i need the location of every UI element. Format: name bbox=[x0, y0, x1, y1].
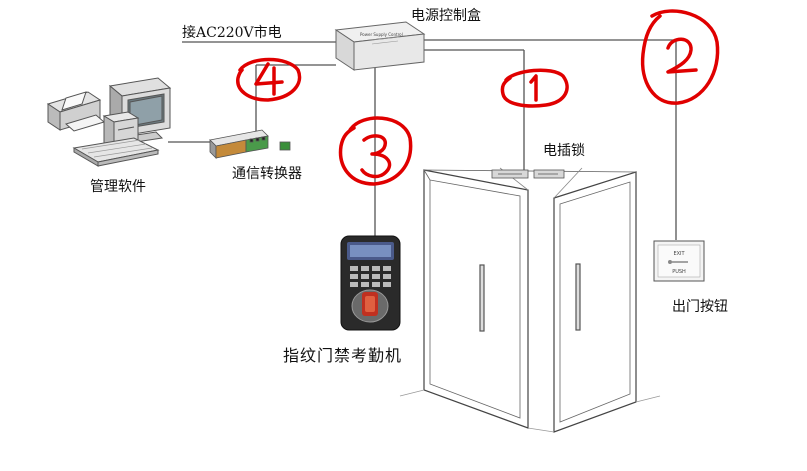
converter-label: 通信转换器 bbox=[232, 166, 302, 182]
annotations bbox=[236, 9, 720, 186]
fingerprint-terminal-icon bbox=[340, 235, 401, 331]
converter-icon bbox=[209, 129, 291, 159]
fingerprint-terminal-label: 指纹门禁考勤机 bbox=[283, 346, 403, 365]
exit-button-bottom-text: PUSH bbox=[672, 269, 686, 275]
power-box-title: Power Supply Control bbox=[360, 32, 403, 37]
annotation-digit-2 bbox=[666, 37, 698, 74]
electric-lock-icon bbox=[491, 169, 565, 179]
power-input-label: 接AC220V市电 bbox=[182, 25, 282, 41]
annotation-digit-4 bbox=[254, 62, 284, 96]
printer-icon bbox=[46, 91, 106, 132]
power-control-box: Power Supply Control bbox=[334, 21, 426, 71]
annotation-circle-3 bbox=[338, 116, 413, 186]
double-door bbox=[399, 167, 661, 433]
computer-icon bbox=[46, 77, 172, 167]
annotation-digit-1 bbox=[529, 74, 538, 102]
annotation-circle-4 bbox=[236, 57, 302, 102]
exit-button-icon: EXIT PUSH bbox=[653, 240, 705, 282]
software-label: 管理软件 bbox=[90, 179, 146, 195]
exit-button-top-text: EXIT bbox=[673, 251, 685, 257]
exit-button-label: 出门按钮 bbox=[672, 299, 728, 315]
right-door-handle bbox=[575, 263, 581, 331]
power-box-label: 电源控制盒 bbox=[411, 8, 481, 24]
left-door-handle bbox=[479, 264, 485, 332]
annotation-circle-2 bbox=[640, 9, 720, 105]
electric-lock-label: 电插锁 bbox=[543, 143, 585, 159]
keyboard-icon bbox=[72, 137, 160, 167]
left-door bbox=[423, 169, 529, 429]
right-door bbox=[553, 171, 637, 433]
annotation-circle-1 bbox=[500, 68, 569, 108]
annotation-digit-3 bbox=[360, 134, 392, 179]
